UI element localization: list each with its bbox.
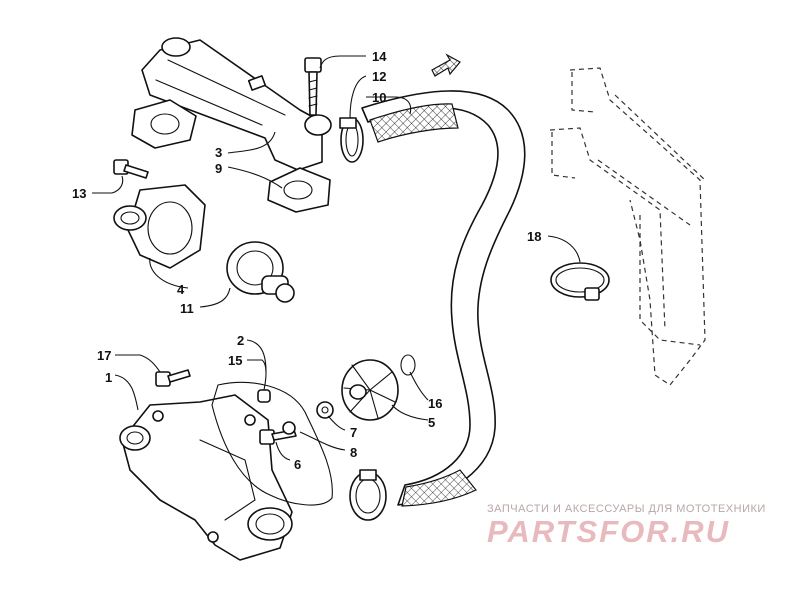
dowel-pin [257, 389, 271, 403]
impeller [341, 359, 399, 421]
bolt-13 [113, 159, 149, 179]
callout-10: 10 [372, 90, 386, 105]
washer-7 [316, 401, 334, 419]
hose-clamp-upper [339, 117, 364, 163]
callout-18: 18 [527, 229, 541, 244]
callout-4: 4 [177, 282, 185, 297]
watermark-brand: PARTSFOR.RU [487, 514, 731, 549]
callout-2: 2 [237, 333, 244, 348]
callout-14: 14 [372, 49, 387, 64]
front-direction-arrow [431, 53, 461, 77]
washer-8 [282, 421, 296, 435]
watermark: ЗАПЧАСТИ И АКСЕССУАРЫ ДЛЯ МОТОТЕХНИКИ PA… [487, 503, 787, 549]
thermostat-housing [113, 184, 206, 269]
callout-3: 3 [215, 145, 222, 160]
coolant-hose [361, 90, 526, 507]
bolt-17 [155, 369, 191, 387]
callout-8: 8 [350, 445, 357, 460]
callout-7: 7 [350, 425, 357, 440]
callout-6: 6 [294, 457, 301, 472]
hose-end-lower [401, 469, 477, 507]
watermark-subtitle: ЗАПЧАСТИ И АКСЕССУАРЫ ДЛЯ МОТОТЕХНИКИ [487, 503, 766, 515]
leader-lines [92, 55, 581, 461]
clamp-18 [550, 262, 610, 301]
pump-gasket [211, 381, 333, 506]
callout-1: 1 [105, 370, 112, 385]
callout-5: 5 [428, 415, 435, 430]
callout-15: 15 [228, 353, 242, 368]
callout-16: 16 [428, 396, 442, 411]
water-pump-housing [119, 394, 293, 561]
seal-ring [400, 354, 416, 376]
manifold-gasket-left [131, 99, 197, 149]
hose-clamp-lower [349, 469, 387, 521]
callout-11: 11 [180, 301, 194, 316]
engine-reference-outline [549, 67, 706, 386]
callout-labels: 1 2 3 4 5 6 7 8 9 10 11 12 13 14 15 16 1… [72, 49, 541, 472]
callout-13: 13 [72, 186, 86, 201]
bolt-14 [304, 57, 322, 116]
callout-12: 12 [372, 69, 386, 84]
callout-17: 17 [97, 348, 111, 363]
manifold-gasket-right [267, 167, 331, 213]
callout-9: 9 [215, 161, 222, 176]
hose-end-upper [369, 103, 459, 143]
coolant-manifold-pipe [131, 37, 332, 213]
thermostat [226, 241, 295, 303]
